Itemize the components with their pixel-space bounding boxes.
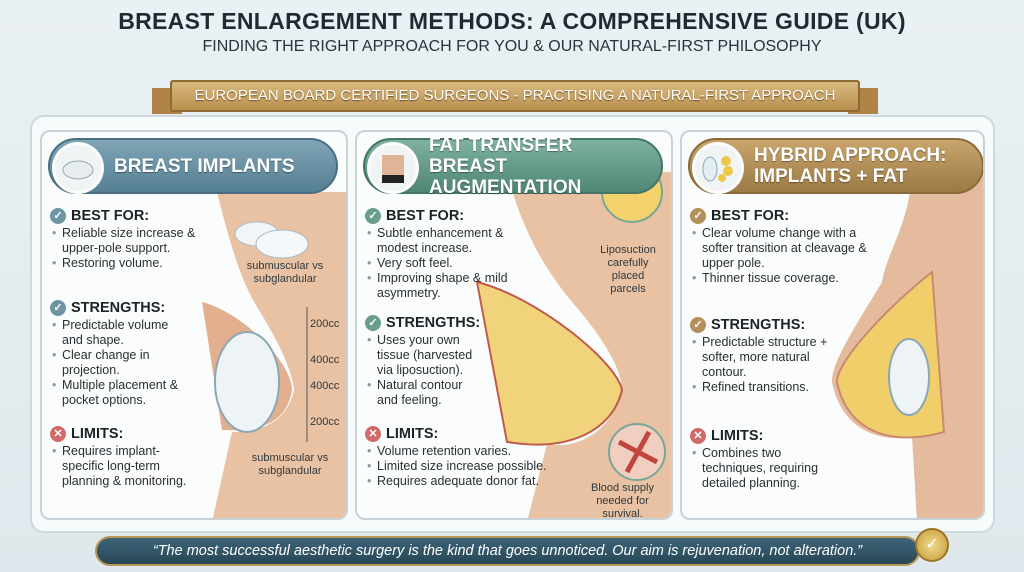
- implant-plus-fat-icon: [692, 142, 744, 194]
- list-item: Combines two techniques, requiring detai…: [690, 446, 830, 491]
- section-heading: LIMITS:: [71, 425, 124, 442]
- x-icon: ✕: [50, 426, 66, 442]
- card-title: BREAST IMPLANTS: [114, 155, 295, 177]
- fat-transfer-illustration: [475, 161, 671, 518]
- x-icon: ✕: [365, 426, 381, 442]
- volume-label: 200cc: [310, 318, 340, 330]
- card-title-line1: FAT TRANSFER: [429, 134, 573, 156]
- philosophy-quote: “The most successful aesthetic surgery i…: [95, 536, 920, 566]
- placement-label: submuscular vs subglandular: [246, 260, 324, 285]
- list-item: Subtle enhancement & modest increase.: [365, 226, 515, 256]
- placement-label: submuscular vs subglandular: [251, 452, 329, 477]
- check-icon: ✓: [365, 208, 381, 224]
- list-item: Limited size increase possible.: [365, 459, 575, 474]
- card-title-line2: BREAST AUGMENTATION: [429, 155, 582, 198]
- list-item: Clear volume change with a softer transi…: [690, 226, 880, 271]
- list-item: Uses your own tissue (harvested via lipo…: [365, 333, 485, 378]
- limits-section: ✕ LIMITS: Requires implant-specific long-…: [50, 426, 200, 489]
- strengths-section: ✓ STRENGTHS: Predictable structure + soft…: [690, 317, 840, 395]
- section-heading: BEST FOR:: [71, 207, 150, 224]
- section-heading: LIMITS:: [711, 427, 764, 444]
- check-icon: ✓: [690, 208, 706, 224]
- check-icon: ✓: [50, 208, 66, 224]
- x-icon: ✕: [690, 428, 706, 444]
- list-item: Predictable structure + softer, more nat…: [690, 335, 840, 380]
- card-title-line2: IMPLANTS + FAT: [754, 166, 908, 187]
- list-item: Thinner tissue coverage.: [690, 271, 880, 286]
- list-item: Very soft feel.: [365, 256, 515, 271]
- list-item: Reliable size increase & upper-pole supp…: [50, 226, 220, 256]
- award-medal-icon: ✓: [915, 528, 949, 562]
- list-item: Refined transitions.: [690, 380, 840, 395]
- list-item: Predictable volume and shape.: [50, 318, 180, 348]
- abdomen-icon: [367, 142, 419, 194]
- card-header-implants: BREAST IMPLANTS: [48, 138, 338, 194]
- section-heading: BEST FOR:: [711, 207, 790, 224]
- section-heading: STRENGTHS:: [711, 316, 806, 333]
- card-hybrid: HYBRID APPROACH:IMPLANTS + FAT ✓ BEST FOR…: [680, 130, 985, 520]
- check-icon: ✓: [690, 317, 706, 333]
- card-header-hybrid: HYBRID APPROACH:IMPLANTS + FAT: [688, 138, 983, 194]
- section-heading: LIMITS:: [386, 425, 439, 442]
- check-icon: ✓: [365, 315, 381, 331]
- implant-icon: [52, 142, 104, 194]
- list-item: Multiple placement & pocket options.: [50, 378, 180, 408]
- strengths-section: ✓ STRENGTHS: Uses your own tissue (harves…: [365, 315, 485, 408]
- certification-ribbon: EUROPEAN BOARD CERTIFIED SURGEONS - PRAC…: [170, 80, 860, 112]
- list-item: Restoring volume.: [50, 256, 220, 271]
- page-subtitle: FINDING THE RIGHT APPROACH FOR YOU & OUR…: [202, 38, 822, 55]
- volume-label: 400cc: [310, 380, 340, 392]
- list-item: Volume retention varies.: [365, 444, 575, 459]
- blood-supply-label: Blood supply needed for survival.: [591, 482, 654, 520]
- list-item: Clear change in projection.: [50, 348, 180, 378]
- hybrid-illustration: [832, 172, 983, 518]
- section-heading: STRENGTHS:: [71, 299, 166, 316]
- list-item: Improving shape & mild asymmetry.: [365, 271, 515, 301]
- best-for-section: ✓ BEST FOR: Reliable size increase & uppe…: [50, 208, 220, 271]
- limits-section: ✕ LIMITS: Combines two techniques, requir…: [690, 428, 830, 491]
- liposuction-label: Liposuction carefully placed parcels: [600, 244, 656, 295]
- volume-label: 200cc: [310, 416, 340, 428]
- list-item: Requires implant-specific long-term plan…: [50, 444, 200, 489]
- section-heading: BEST FOR:: [386, 207, 465, 224]
- check-icon: ✓: [50, 300, 66, 316]
- list-item: Natural contour and feeling.: [365, 378, 485, 408]
- section-heading: STRENGTHS:: [386, 314, 481, 331]
- limits-section: ✕ LIMITS: Volume retention varies.Limited…: [365, 426, 575, 489]
- card-breast-implants: BREAST IMPLANTS ✓ BEST FOR: Reliable size…: [40, 130, 348, 520]
- implant-illustration: [202, 192, 346, 518]
- list-item: Requires adequate donor fat.: [365, 474, 575, 489]
- page-title: BREAST ENLARGEMENT METHODS: A COMPREHENS…: [118, 8, 906, 34]
- card-title-line1: HYBRID APPROACH:: [754, 145, 947, 166]
- volume-label: 400cc: [310, 354, 340, 366]
- best-for-section: ✓ BEST FOR: Subtle enhancement & modest i…: [365, 208, 515, 301]
- best-for-section: ✓ BEST FOR: Clear volume change with a so…: [690, 208, 880, 286]
- strengths-section: ✓ STRENGTHS: Predictable volume and shape…: [50, 300, 180, 408]
